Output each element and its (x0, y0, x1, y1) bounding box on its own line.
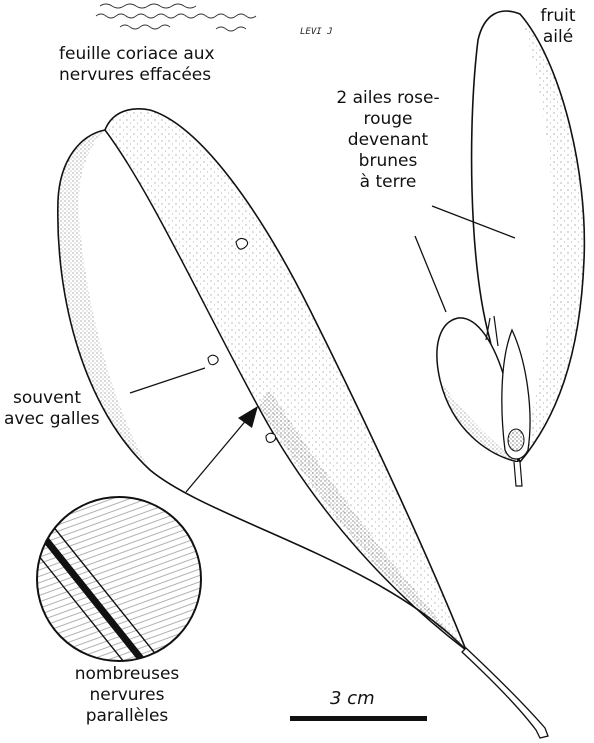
label-veins-line: parallèles (52, 706, 202, 727)
fruit (437, 11, 584, 486)
label-galls-line: souvent (4, 388, 100, 409)
magnifier-lens (22, 490, 210, 672)
gall (208, 355, 218, 365)
label-wings-line: devenant (318, 130, 458, 151)
gall (266, 433, 276, 442)
scale-bar (290, 716, 427, 721)
label-wings-line: brunes (318, 151, 458, 172)
leader-wing-small (415, 236, 446, 312)
label-fruit-line: ailé (527, 27, 589, 48)
label-leaf: feuille coriace aux nervures effacées (59, 44, 215, 86)
label-veins-line: nervures (52, 685, 202, 706)
label-wings: 2 ailes rose- rouge devenant brunes à te… (318, 88, 458, 193)
label-wings-line: à terre (318, 172, 458, 193)
label-fruit-line: fruit (527, 6, 589, 27)
artist-signature: LEVI J (300, 22, 333, 43)
fruit-stalk (514, 462, 522, 486)
fruit-seed-core (508, 429, 524, 451)
label-wings-line: rouge (318, 109, 458, 130)
label-veins: nombreuses nervures parallèles (52, 664, 202, 727)
top-handwriting (96, 4, 256, 31)
label-fruit: fruit ailé (527, 6, 589, 48)
label-galls-line: avec galles (4, 409, 100, 430)
label-leaf-line: nervures effacées (59, 65, 215, 86)
label-scale: 3 cm (330, 688, 375, 709)
label-galls: souvent avec galles (4, 388, 100, 430)
leaf-petiole (462, 648, 548, 738)
label-veins-line: nombreuses (52, 664, 202, 685)
label-leaf-line: feuille coriace aux (59, 44, 215, 65)
label-wings-line: 2 ailes rose- (318, 88, 458, 109)
